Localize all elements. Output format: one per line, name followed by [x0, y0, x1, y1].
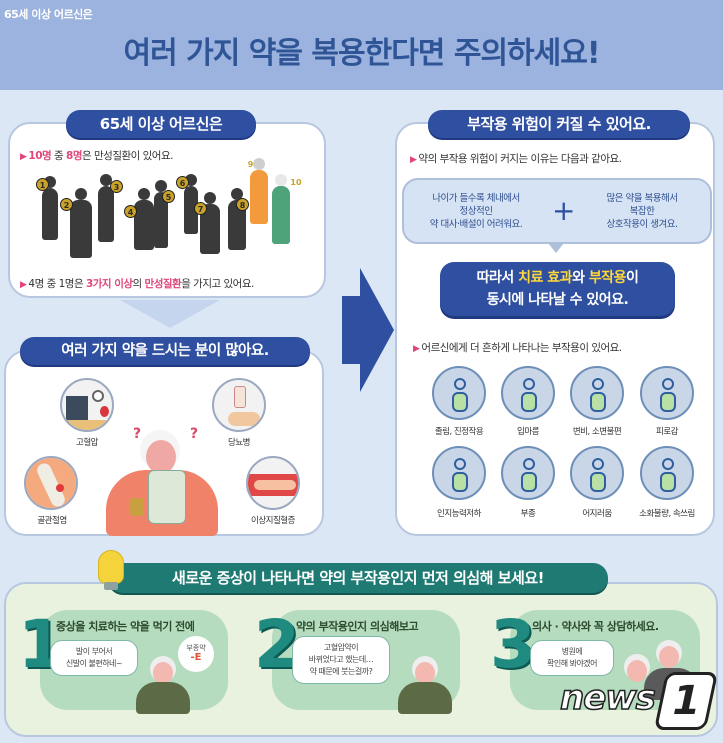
section-side-effect-risk-title: 부작용 위험이 커질 수 있어요. [428, 110, 690, 138]
step-1-elder-illustration [132, 656, 192, 716]
disease-label-hypertension: 고혈압 [76, 438, 98, 448]
bullet-4-out-of-1: ▶4명 중 1명은 3가지 이상의 만성질환을 가지고 있어요. [20, 278, 254, 290]
bottom-callout-title: 새로운 증상이 나타나면 약의 부작용인지 먼저 의심해 보세요! [108, 563, 608, 593]
effect-label: 피로감 [656, 427, 678, 437]
down-arrow-icon [120, 300, 220, 328]
lightbulb-icon [98, 550, 124, 584]
page-title: 여러 가지 약을 복용한다면 주의하세요! [123, 36, 600, 71]
bullet-10-out-of-8: ▶10명 중 8명은 만성질환이 있어요. [20, 150, 173, 162]
dizziness-icon [570, 446, 624, 500]
fatigue-icon [640, 366, 694, 420]
disease-label-dyslipidemia: 이상지질혈증 [251, 516, 295, 526]
triangle-bullet-icon: ▶ [413, 344, 420, 354]
person-colored-man [272, 174, 290, 244]
person-silhouette [154, 180, 168, 248]
effect-label: 변비, 소변불편 [572, 427, 622, 437]
number-badge: 6 [176, 176, 189, 189]
indigestion-icon [640, 446, 694, 500]
reason-left: 나이가 들수록 체내에서 정상적인 약 대사·배설이 어려워요. [429, 193, 523, 230]
step-1-title: 증상을 치료하는 약을 먹기 전에 [56, 620, 195, 633]
section-chronic-disease-title: 65세 이상 어르신은 [66, 110, 256, 138]
question-mark-icon: ? [133, 426, 142, 442]
dyslipidemia-icon [246, 456, 300, 510]
number-badge: 7 [194, 202, 207, 215]
dry-mouth-icon [501, 366, 555, 420]
effect-label: 입마름 [517, 427, 539, 437]
caret-down-icon [548, 243, 564, 253]
triangle-bullet-icon: ▶ [20, 152, 27, 162]
step-3-speech-bubble: 병원에 확인해 봐야겠어 [530, 640, 614, 676]
person-silhouette [70, 188, 92, 258]
header-subtitle: 65세 이상 어르신은 [4, 8, 93, 21]
effect-label: 졸림, 진정작용 [434, 427, 484, 437]
step-1-thought-bubble: 부종약 -E [178, 636, 214, 672]
step-2-title: 약의 부작용인지 의심해보고 [296, 620, 419, 633]
number-badge: 8 [236, 198, 249, 211]
step-2-speech-bubble: 고혈압약이 바뀌었다고 했는데… 약 때문에 붓는걸까? [292, 636, 390, 684]
question-mark-icon: ? [190, 426, 199, 442]
section-many-drugs-title: 여러 가지 약을 드시는 분이 많아요. [20, 337, 310, 365]
reason-right: 많은 약을 복용해서 복잡한 상호작용이 생겨요. [606, 193, 678, 230]
effect-label: 소화불량, 속쓰림 [639, 509, 695, 519]
blood-pressure-icon [60, 378, 114, 432]
effect-label: 부종 [520, 509, 536, 519]
person-colored-woman [250, 158, 268, 224]
plus-icon: + [552, 194, 576, 227]
triangle-bullet-icon: ▶ [410, 155, 417, 165]
step-3-title: 의사 · 약사와 꼭 상담하세요. [532, 620, 659, 633]
constipation-icon [570, 366, 624, 420]
step-2-elder-illustration [394, 656, 454, 716]
lightbulb-base-icon [104, 582, 118, 590]
osteoarthritis-icon [24, 456, 78, 510]
step-1-speech-bubble: 발이 부어서 신발이 불편하네~ [50, 640, 138, 676]
effect-label: 어지러움 [582, 509, 612, 519]
disease-label-osteoarthritis: 골관절염 [37, 516, 67, 526]
number-badge: 2 [60, 198, 73, 211]
news1-watermark-text: news [559, 677, 656, 719]
cognitive-decline-icon [432, 446, 486, 500]
bullet-common-side-effects: ▶어르신에게 더 흔하게 나타나는 부작용이 있어요. [413, 342, 622, 354]
person-silhouette [134, 188, 154, 250]
triangle-bullet-icon: ▶ [20, 280, 27, 290]
number-badge: 5 [162, 190, 175, 203]
person-silhouette [228, 188, 246, 250]
number-badge: 9 [247, 160, 254, 169]
person-silhouette [42, 176, 58, 240]
number-badge: 10 [290, 178, 302, 187]
drowsiness-icon [432, 366, 486, 420]
number-badge: 4 [124, 205, 137, 218]
effect-label: 인지능력저하 [437, 509, 481, 519]
person-silhouette [98, 174, 114, 242]
result-callout: 따라서 치료 효과와 부작용이 동시에 나타날 수 있어요. [440, 262, 675, 316]
disease-label-diabetes: 당뇨병 [228, 438, 250, 448]
reasons-box: 나이가 들수록 체내에서 정상적인 약 대사·배설이 어려워요. + 많은 약을… [402, 178, 712, 244]
right-arrow-icon [342, 268, 394, 392]
header-banner: 65세 이상 어르신은 여러 가지 약을 복용한다면 주의하세요! [0, 0, 723, 90]
bullet-reasons: ▶약의 부작용 위험이 커지는 이유는 다음과 같아요. [410, 153, 622, 165]
person-silhouette [200, 192, 220, 254]
number-badge: 3 [110, 180, 123, 193]
step-3-number: 3 [490, 606, 536, 683]
number-badge: 1 [36, 178, 49, 191]
diabetes-icon [212, 378, 266, 432]
edema-icon [501, 446, 555, 500]
